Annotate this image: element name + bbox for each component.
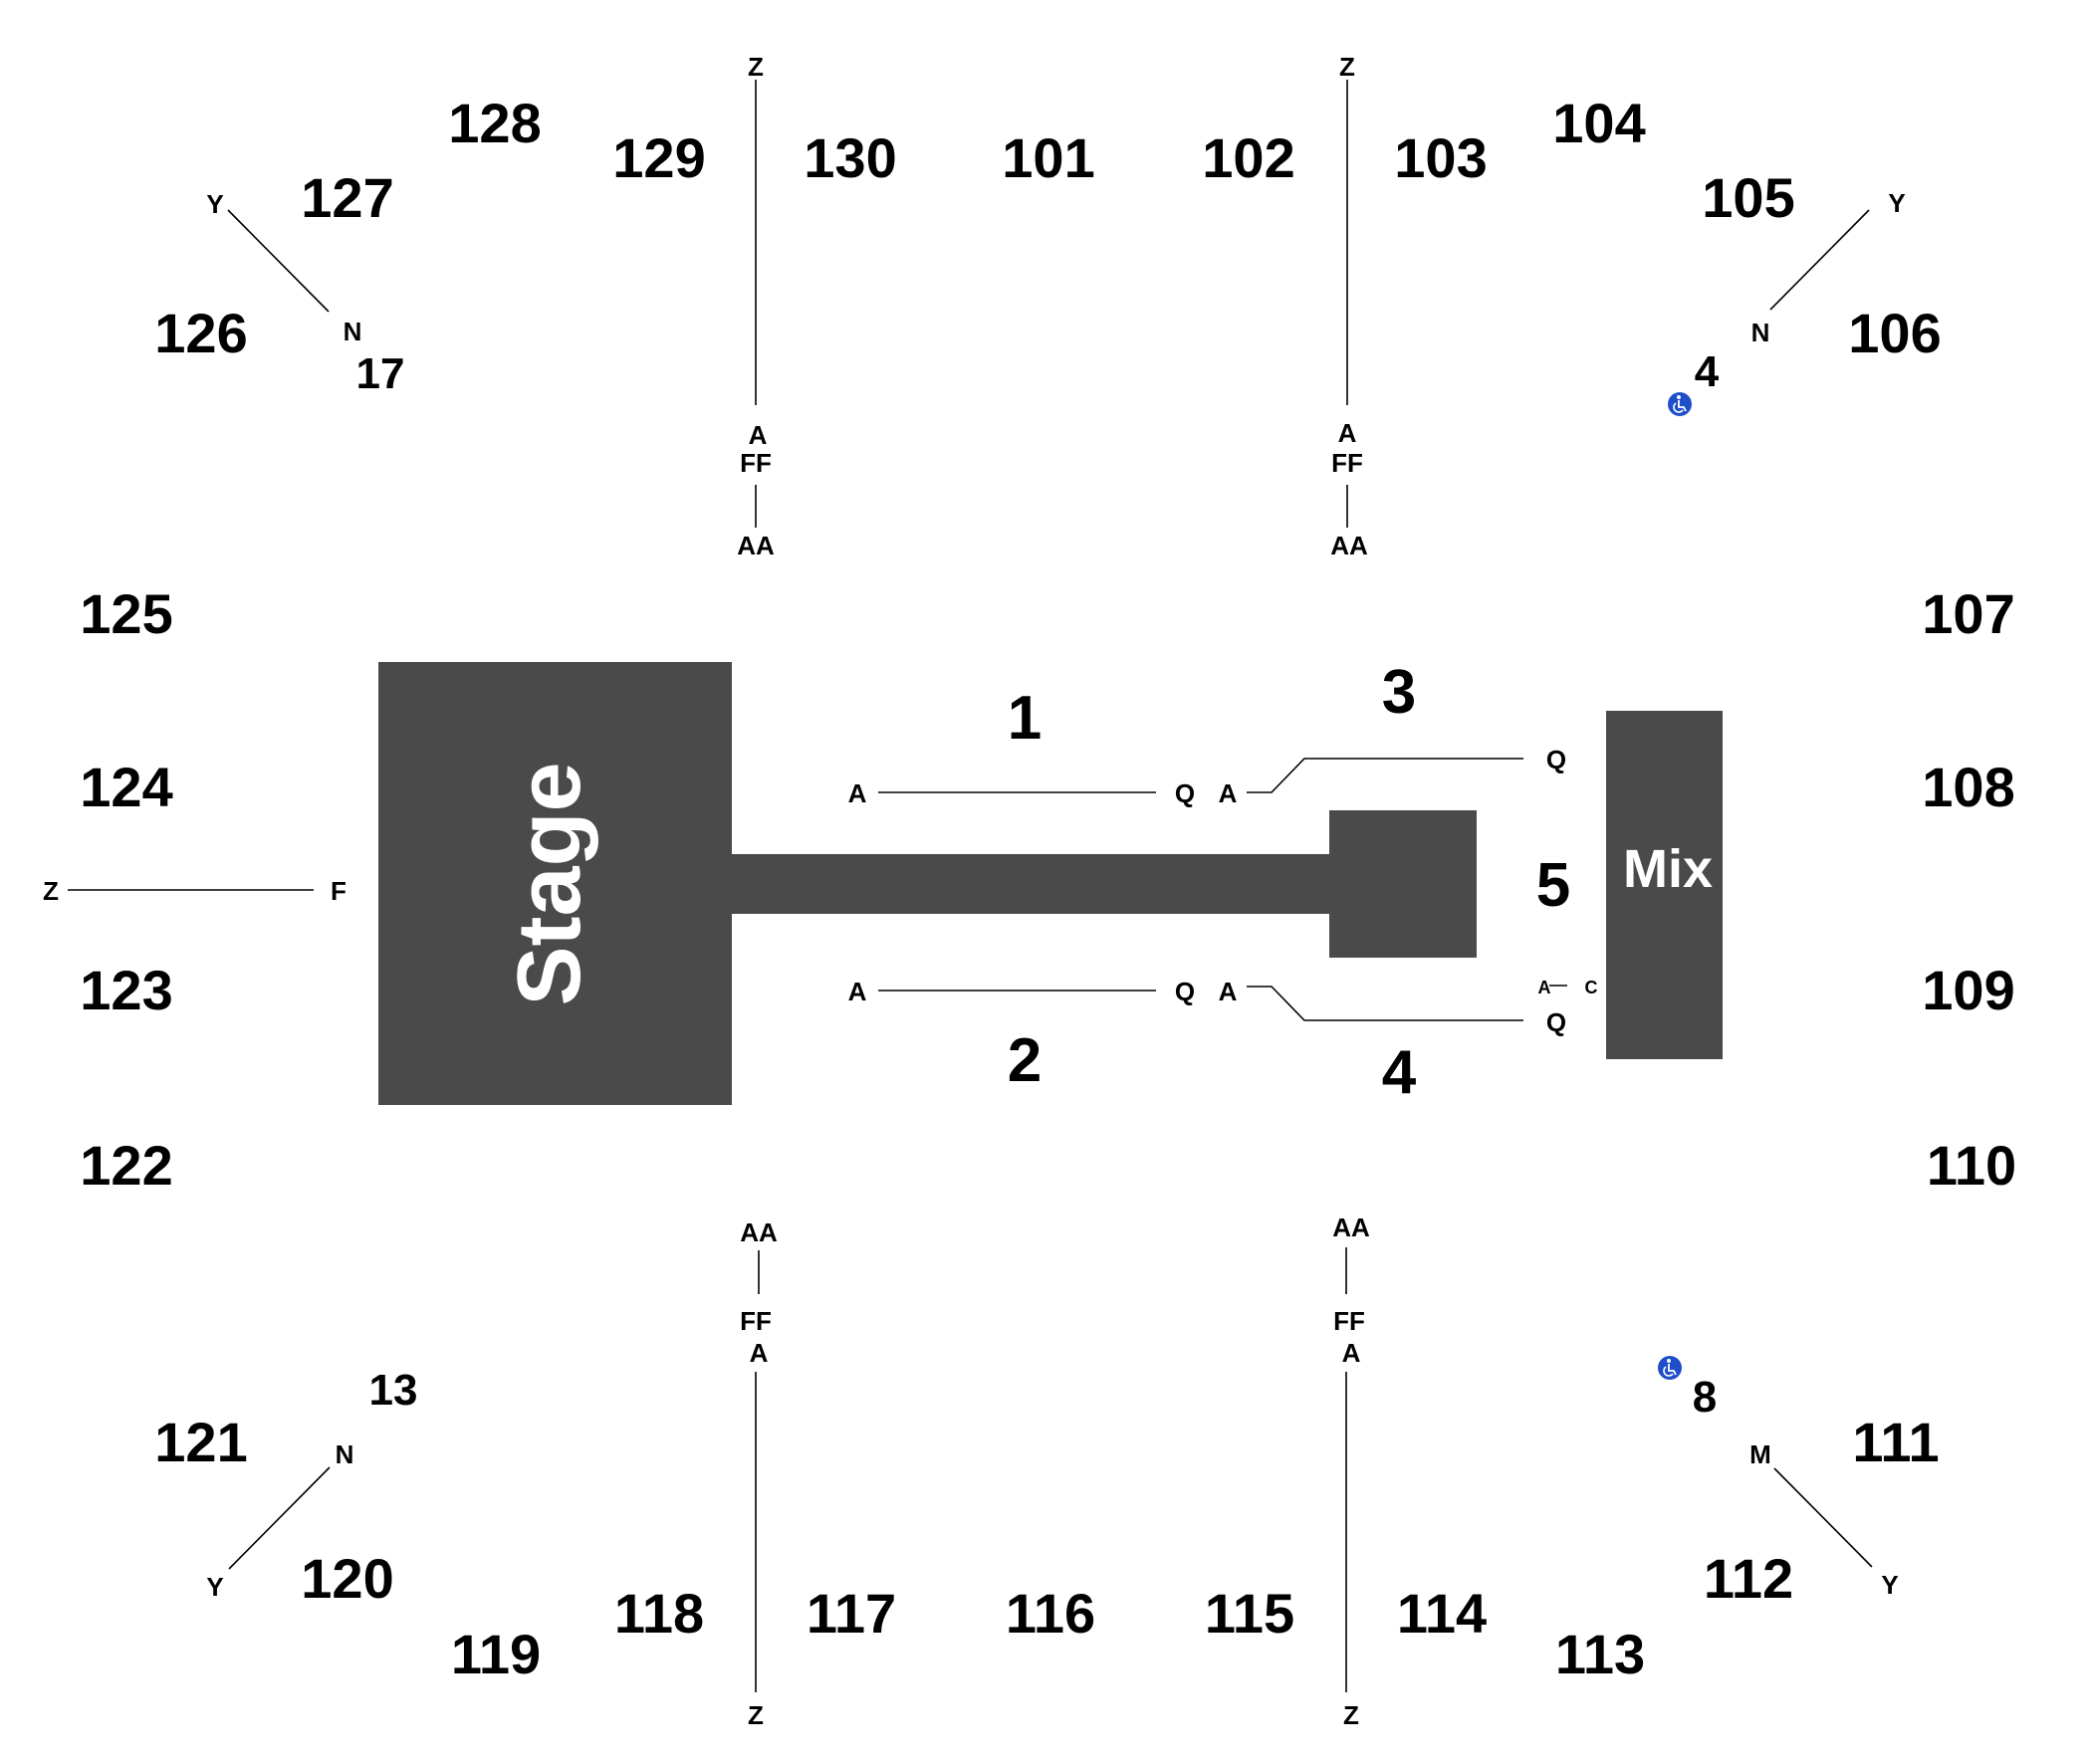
- section-110[interactable]: 110: [1927, 1134, 2016, 1197]
- row-label-a: A: [749, 420, 768, 450]
- row-label-m: M: [1749, 1439, 1771, 1469]
- row-label-c: C: [1585, 978, 1598, 997]
- stage-label: Stage: [500, 762, 599, 1005]
- row-lines: [68, 80, 1873, 1692]
- floor-section-4[interactable]: 4: [1382, 1038, 1417, 1107]
- row-label-z: Z: [43, 876, 59, 906]
- section-107[interactable]: 107: [1922, 582, 2014, 645]
- row-label-y: Y: [206, 189, 223, 219]
- floor-section-1[interactable]: 1: [1008, 684, 1042, 753]
- section-label-4[interactable]: 4: [1695, 347, 1720, 396]
- row-label-n: N: [344, 317, 362, 346]
- section-121[interactable]: 121: [154, 1411, 247, 1473]
- row-label-a: A: [1538, 978, 1551, 997]
- section-label-13[interactable]: 13: [369, 1366, 418, 1415]
- row-label-q: Q: [1175, 778, 1195, 808]
- b-stage-block: [1329, 810, 1477, 958]
- row-label-a: A: [1219, 778, 1238, 808]
- section-103[interactable]: 103: [1394, 126, 1487, 189]
- section-102[interactable]: 102: [1202, 126, 1294, 189]
- row-label-ff: FF: [740, 448, 772, 478]
- section-115[interactable]: 115: [1205, 1582, 1294, 1645]
- section-112[interactable]: 112: [1704, 1547, 1793, 1610]
- row-label-z: Z: [748, 52, 764, 82]
- section-119[interactable]: 119: [451, 1623, 541, 1685]
- section-118[interactable]: 118: [614, 1582, 704, 1645]
- mix-label: Mix: [1623, 839, 1713, 899]
- main-stage-block: [378, 662, 732, 1105]
- row-label-y: Y: [1881, 1570, 1898, 1600]
- row-label-z: Z: [1343, 1700, 1359, 1730]
- mix-block: [1606, 711, 1723, 1059]
- row-label-a: A: [1219, 977, 1238, 1006]
- row-label-n: N: [336, 1439, 354, 1469]
- row-label-q: Q: [1175, 977, 1195, 1006]
- mix-area[interactable]: Mix: [1606, 711, 1723, 1059]
- row-label-y: Y: [1888, 188, 1905, 218]
- section-label-17[interactable]: 17: [356, 349, 405, 398]
- row-label-a: A: [1338, 418, 1357, 448]
- row-label-y: Y: [206, 1572, 223, 1602]
- section-106[interactable]: 106: [1848, 302, 1941, 364]
- row-label-ff: FF: [1333, 1306, 1365, 1336]
- section-117[interactable]: 117: [807, 1582, 896, 1645]
- section-125[interactable]: 125: [80, 582, 172, 645]
- section-label-8[interactable]: 8: [1693, 1373, 1717, 1422]
- row-label-n: N: [1751, 318, 1770, 347]
- section-122[interactable]: 122: [80, 1134, 172, 1197]
- row-label-aa: AA: [1330, 531, 1368, 560]
- row-label-ff: FF: [1331, 448, 1363, 478]
- section-128[interactable]: 128: [448, 92, 541, 154]
- section-101[interactable]: 101: [1002, 126, 1094, 189]
- section-126[interactable]: 126: [154, 302, 247, 364]
- section-116[interactable]: 116: [1006, 1582, 1095, 1645]
- row-label-z: Z: [748, 1700, 764, 1730]
- row-label-z: Z: [1339, 52, 1355, 82]
- section-114[interactable]: 114: [1397, 1582, 1487, 1645]
- row-label-q: Q: [1546, 1007, 1566, 1037]
- row-label-a: A: [1342, 1338, 1361, 1368]
- row-label-aa: AA: [737, 531, 775, 560]
- wheelchair-icon: [1668, 392, 1692, 416]
- section-124[interactable]: 124: [80, 756, 172, 818]
- row-label-ff: FF: [740, 1306, 772, 1336]
- section-108[interactable]: 108: [1922, 756, 2014, 818]
- section-105[interactable]: 105: [1702, 166, 1794, 229]
- row-label-f: F: [331, 876, 347, 906]
- section-123[interactable]: 123: [80, 959, 172, 1021]
- stage-runway: [732, 854, 1329, 914]
- section-109[interactable]: 109: [1922, 959, 2014, 1021]
- section-129[interactable]: 129: [612, 126, 705, 189]
- wheelchair-icon: [1658, 1356, 1682, 1380]
- row-label-aa: AA: [740, 1217, 778, 1247]
- floor-section-3[interactable]: 3: [1382, 658, 1416, 727]
- row-label-aa: AA: [1332, 1213, 1370, 1242]
- row-label-a: A: [750, 1338, 769, 1368]
- section-120[interactable]: 120: [301, 1547, 393, 1610]
- row-label-a: A: [848, 778, 867, 808]
- row-label-a: A: [848, 977, 867, 1006]
- floor-section-2[interactable]: 2: [1008, 1026, 1042, 1095]
- section-127[interactable]: 127: [301, 166, 393, 229]
- floor-section-5[interactable]: 5: [1536, 851, 1570, 920]
- section-130[interactable]: 130: [804, 126, 896, 189]
- section-104[interactable]: 104: [1552, 92, 1645, 154]
- section-111[interactable]: 111: [1852, 1411, 1939, 1473]
- section-113[interactable]: 113: [1555, 1623, 1645, 1685]
- stage-area[interactable]: Stage: [378, 662, 1477, 1105]
- row-label-q: Q: [1546, 745, 1566, 774]
